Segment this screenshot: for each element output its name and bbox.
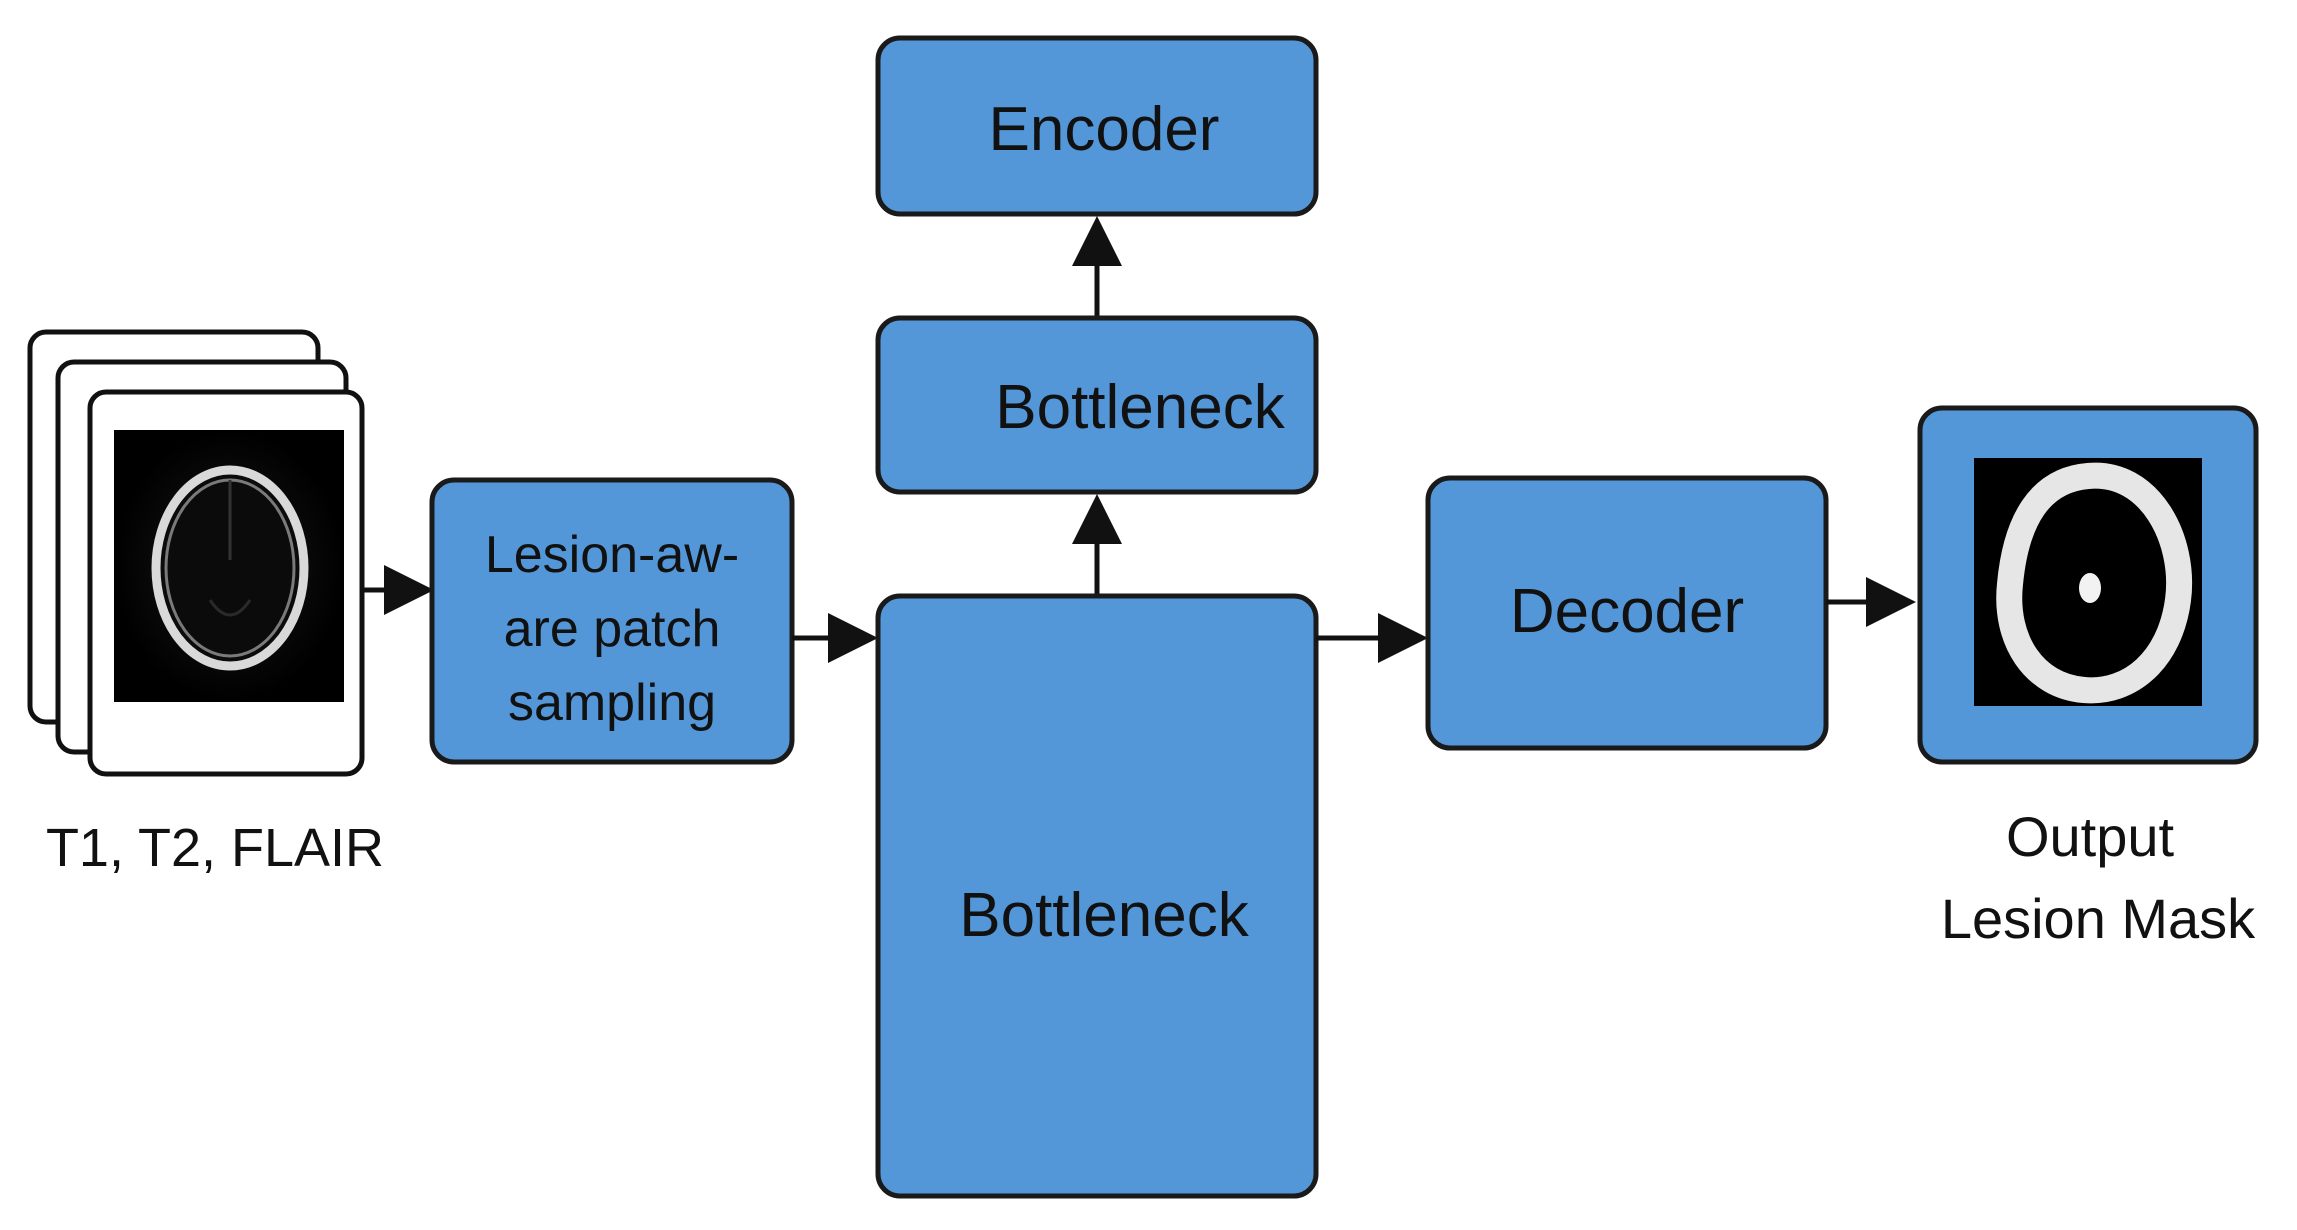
output-caption-line-2: Lesion Mask <box>1941 887 2256 950</box>
encoder-label: Encoder <box>989 95 1220 164</box>
bottleneck-top-box: Bottleneck <box>875 315 1319 495</box>
input-caption: T1, T2, FLAIR <box>46 818 384 878</box>
output-box <box>1917 405 2259 765</box>
bottleneck-main-label: Bottleneck <box>959 881 1250 950</box>
lesion-mask-icon <box>1996 462 2193 704</box>
brain-mri-slice-icon <box>151 465 309 671</box>
patch-sampling-label-line-1: Lesion-aw- <box>485 526 739 584</box>
bottleneck-main-box: Bottleneck <box>875 593 1319 1199</box>
bottleneck-top-label: Bottleneck <box>995 373 1286 442</box>
decoder-box: Decoder <box>1425 475 1829 751</box>
patch-sampling-label-line-3: sampling <box>508 674 716 732</box>
decoder-label: Decoder <box>1510 577 1744 646</box>
encoder-box: Encoder <box>875 35 1319 217</box>
patch-sampling-label-line-2: are patch <box>504 600 721 658</box>
output-caption-line-1: Output <box>2006 805 2175 868</box>
input-mri-stack <box>27 329 365 777</box>
patch-sampling-box: Lesion-aw- are patch sampling <box>429 477 795 765</box>
